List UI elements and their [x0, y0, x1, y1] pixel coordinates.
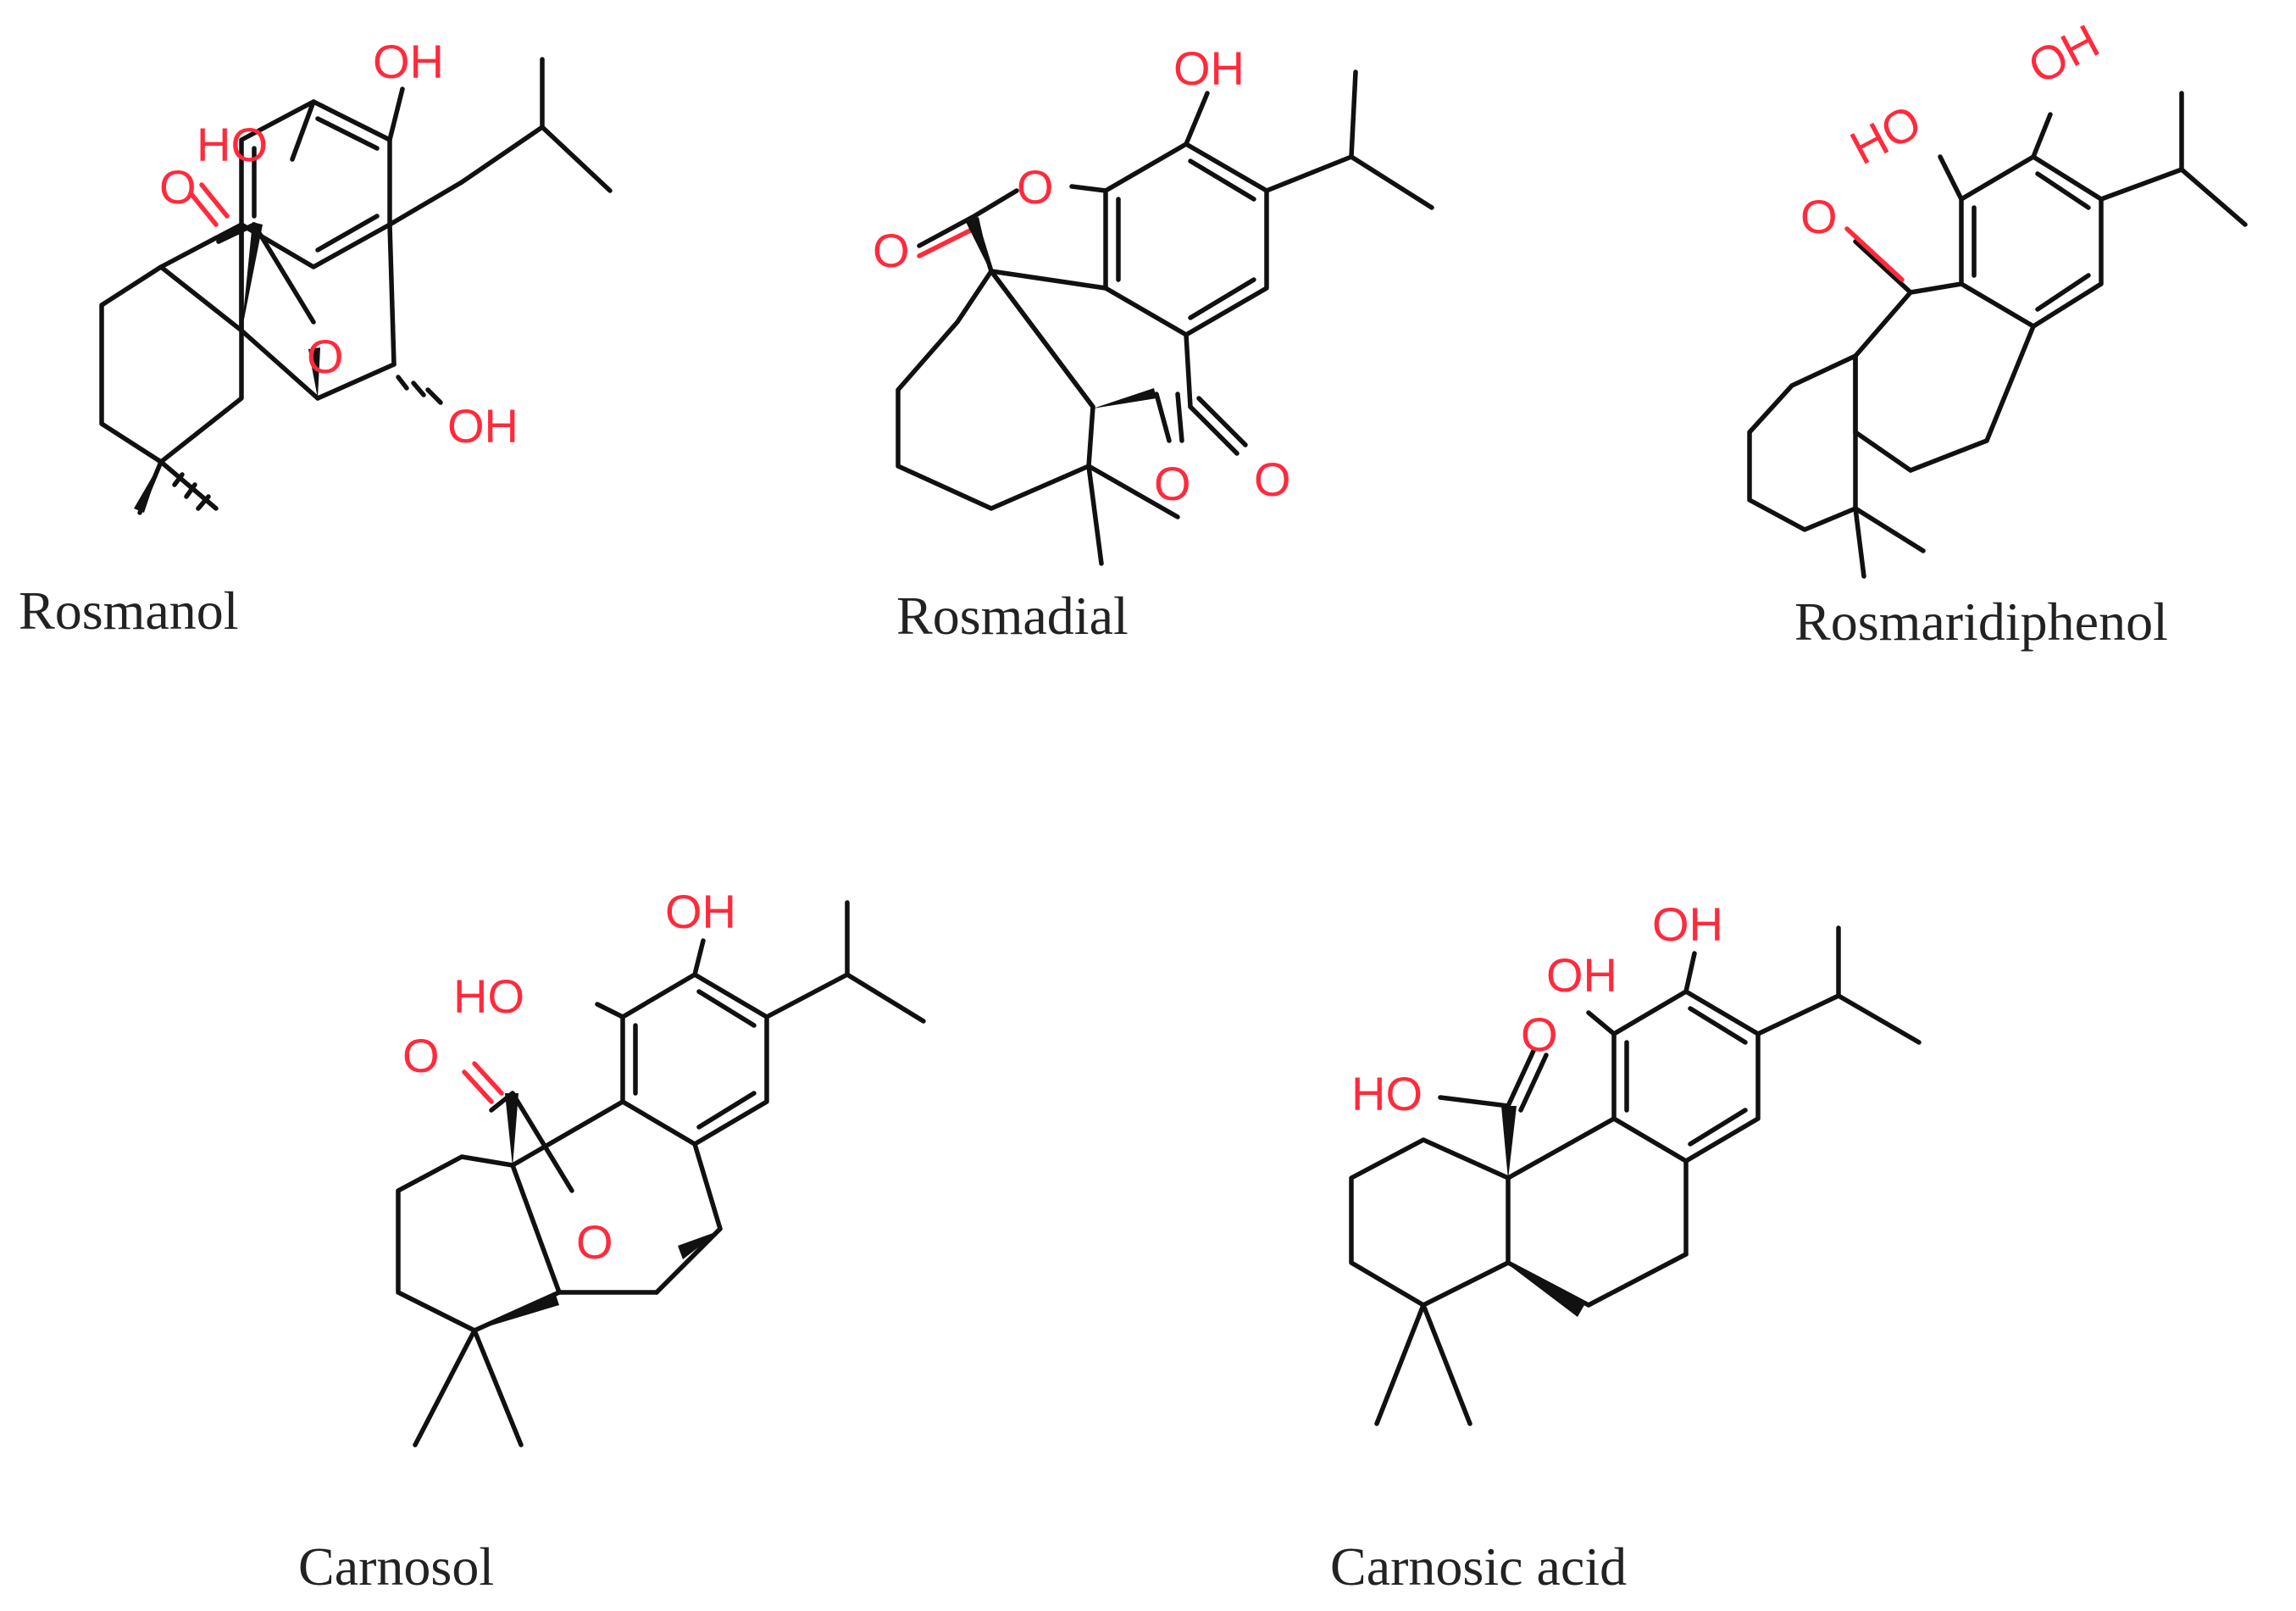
rosmanol-structure: OH HO O O OH Rosmanol [19, 35, 613, 641]
rosmanol-ho: HO [197, 118, 268, 171]
rosmanol-name: Rosmanol [19, 581, 239, 641]
carnosol-structure: OH HO O O Carnosol [298, 885, 926, 1597]
carnosol-cyclohexane [396, 1154, 562, 1333]
rosmadial-aromatic-ring [1103, 142, 1269, 337]
rosmanol-methyl-hash [172, 472, 211, 511]
carnosol-ether-o: O [576, 1215, 613, 1269]
carnosic-acid-aromatic-ring [1611, 989, 1761, 1164]
rosmaridiphenol-aromatic-ring [1959, 154, 2104, 329]
rosmanol-cyclohexane [99, 264, 244, 464]
rosmadial-structure: OH O O O O Rosmadial [873, 42, 1434, 646]
rosmadial-oh: OH [1173, 42, 1245, 95]
carnosic-acid-oh-second: OH [1546, 948, 1617, 1002]
rosmanol-carbonyl-o: O [159, 160, 197, 214]
carnosic-acid-cyclohexane [1349, 1137, 1511, 1308]
carnosic-acid-carbonyl-o: O [1521, 1008, 1558, 1061]
carnosic-acid-name: Carnosic acid [1330, 1536, 1627, 1597]
rosmaridiphenol-structure: OH HO O Rosmaridiphenol [1747, 14, 2248, 652]
rosmanol-hash-bond [396, 375, 443, 405]
carnosic-acid-structure: OH OH HO O Carnosic acid [1330, 897, 1922, 1597]
rosmaridiphenol-ketone-o: O [1800, 190, 1838, 243]
rosmadial-lactone-o: O [873, 224, 910, 277]
carnosic-acid-oh-top: OH [1652, 897, 1723, 951]
rosmaridiphenol-name: Rosmaridiphenol [1794, 592, 2168, 652]
carnosol-carbonyl-o: O [402, 1029, 440, 1082]
rosmadial-name: Rosmadial [896, 586, 1129, 646]
rosmanol-oh-c7: OH [447, 399, 519, 453]
rosmanol-oh-top: OH [373, 35, 444, 88]
rosmadial-aldehyde-o2: O [1254, 453, 1291, 506]
rosmaridiphenol-cyclohexane [1747, 353, 1858, 532]
rosmaridiphenol-ho: HO [1842, 94, 1930, 175]
carnosol-oh: OH [665, 885, 736, 938]
carnosol-aromatic-ring [620, 972, 769, 1147]
rosmadial-cyclohexane [896, 269, 1095, 511]
rosmaridiphenol-oh: OH [2020, 14, 2108, 94]
rosmadial-aldehyde-o1: O [1154, 457, 1191, 510]
rosmadial-ring-o: O [1017, 160, 1054, 214]
carnosol-name: Carnosol [298, 1536, 494, 1597]
carnosic-acid-ho: HO [1351, 1067, 1423, 1120]
carnosol-ho: HO [453, 969, 524, 1023]
rosmanol-ether-o: O [307, 330, 344, 383]
